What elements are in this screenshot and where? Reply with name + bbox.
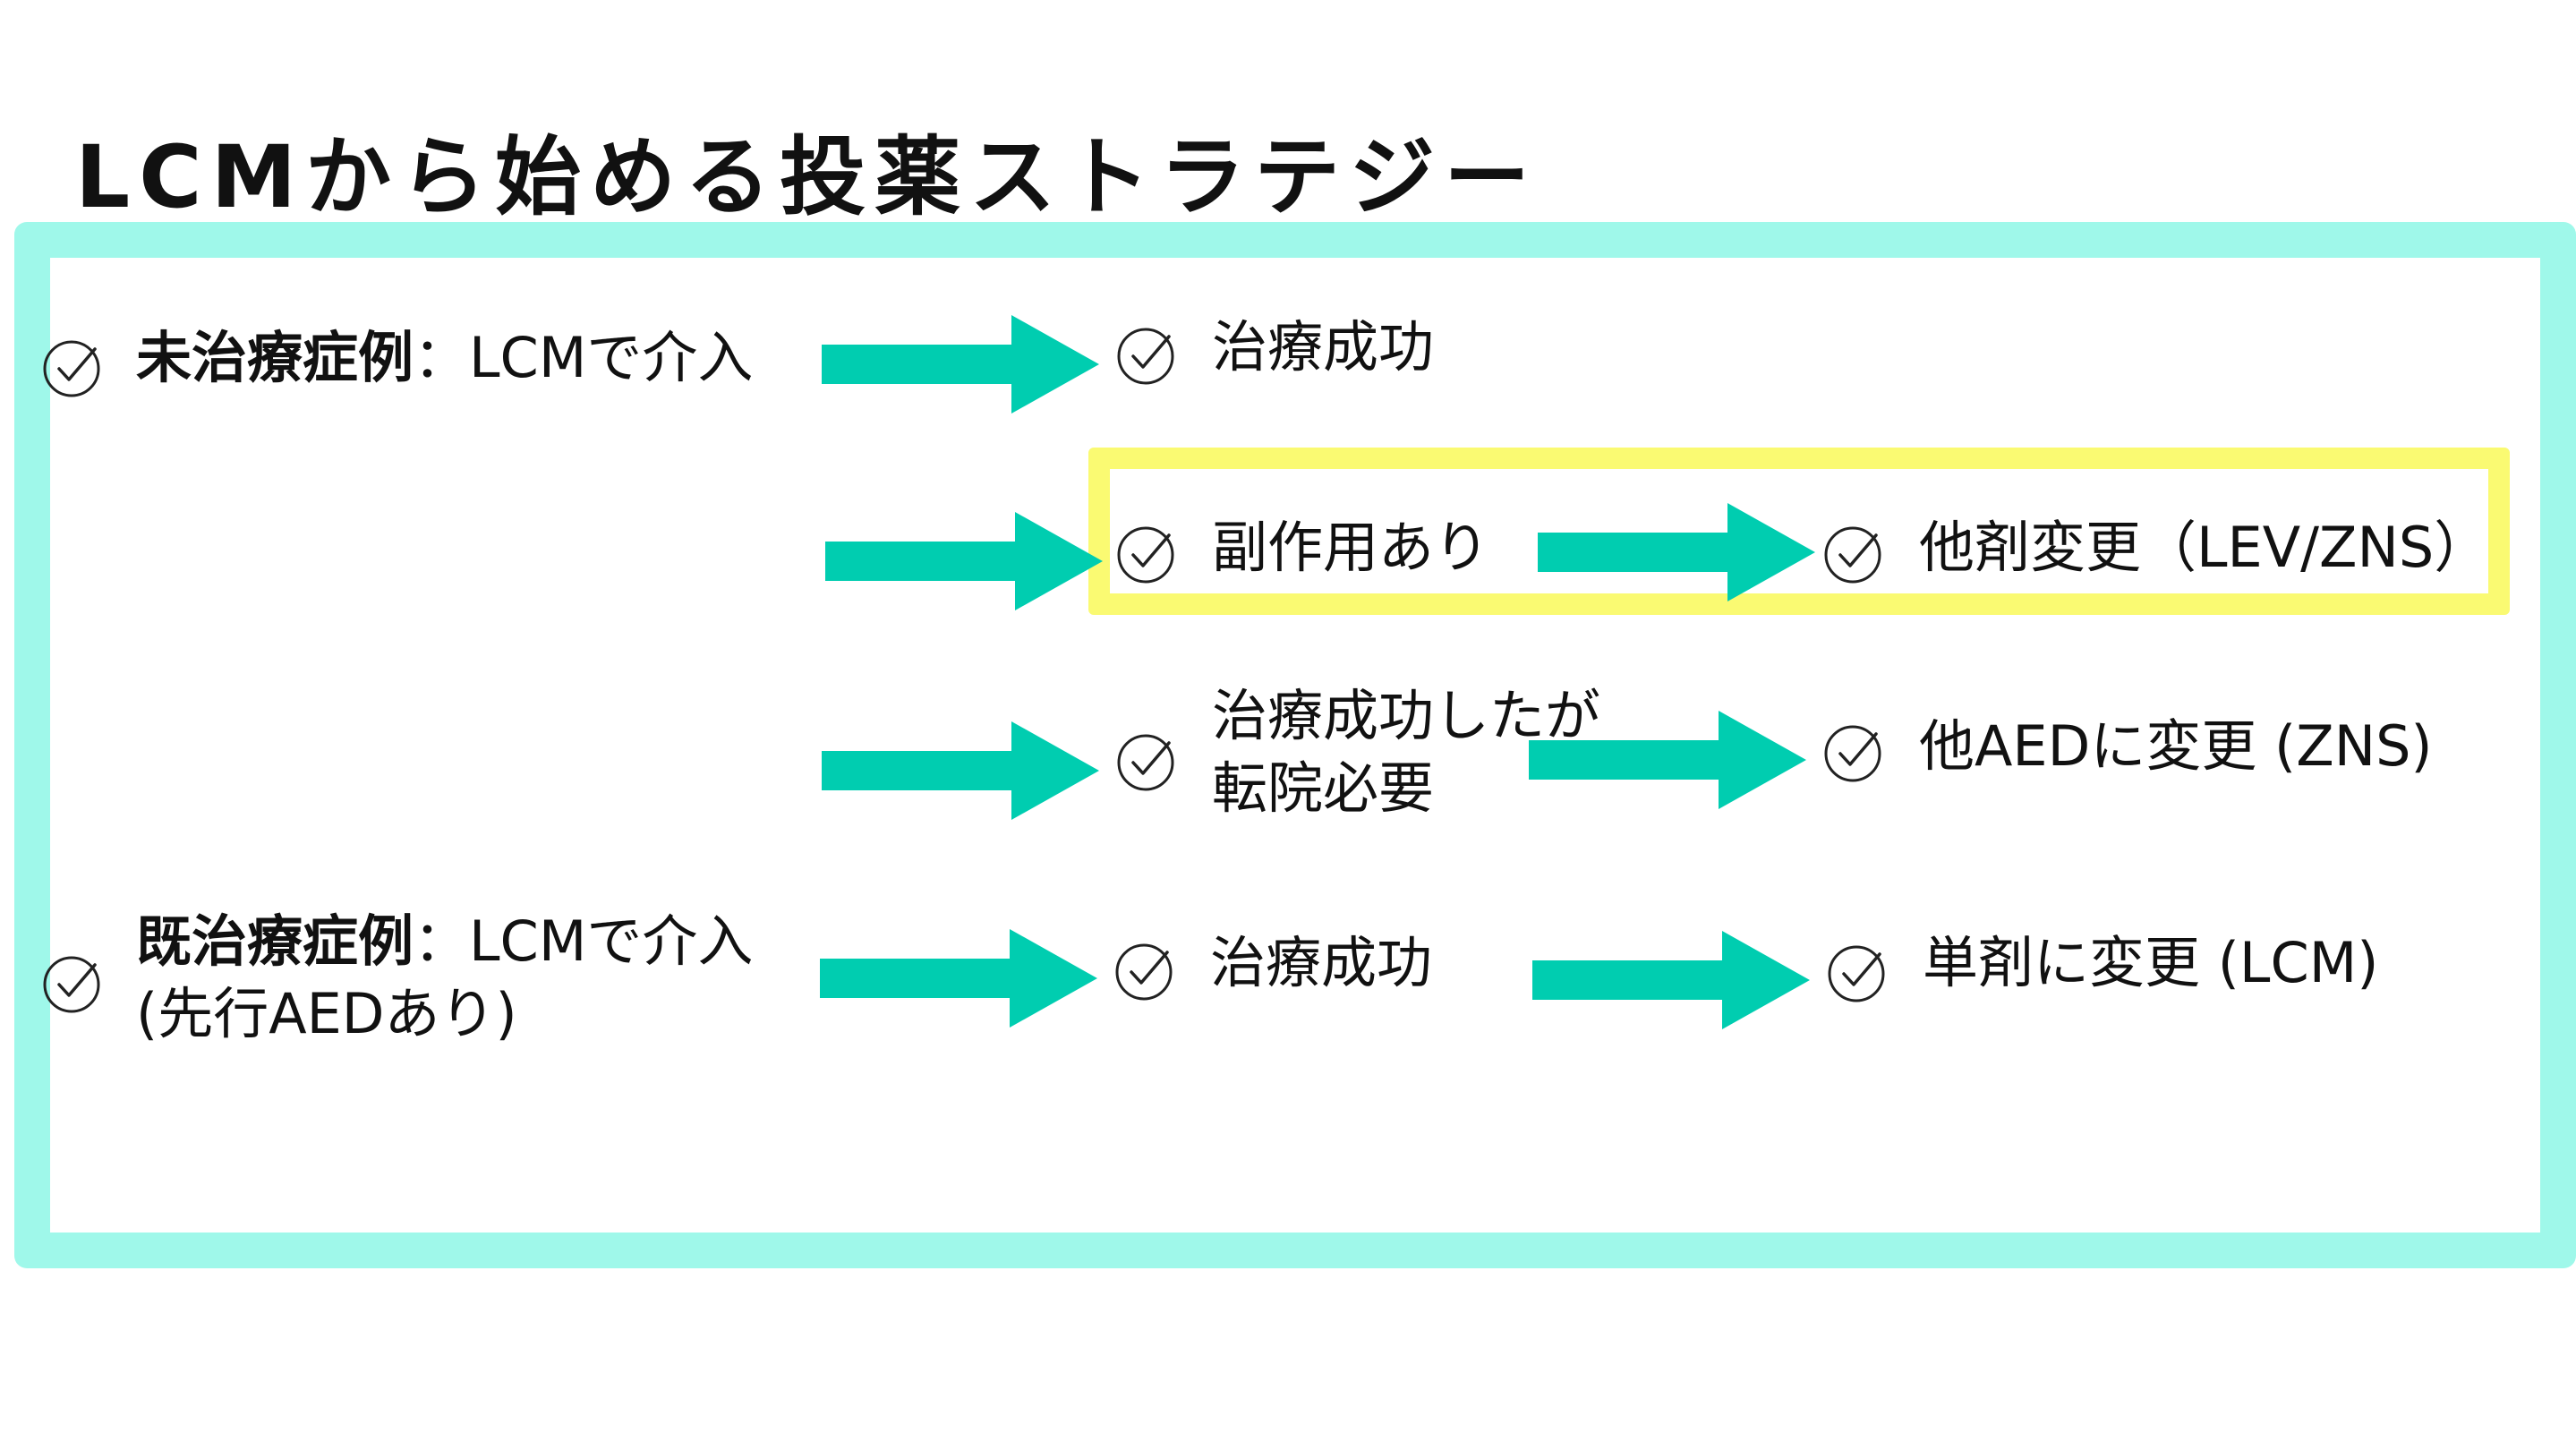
- prior-case-line1: 既治療症例：LCMで介入: [136, 906, 753, 978]
- result-change-aed-zns: 他AEDに変更 (ZNS): [1919, 713, 2433, 779]
- arrow-right-icon: [1532, 931, 1810, 1029]
- outcome-side-effect: 副作用あり: [1212, 515, 1490, 580]
- outcome-transfer: 治療成功したが 転院必要: [1212, 680, 1600, 824]
- arrow-right-icon: [822, 315, 1099, 414]
- page-title: LCMから始める投薬ストラテジー: [75, 127, 1540, 228]
- strategy-frame: [14, 222, 2576, 1268]
- arrow-right-icon: [822, 721, 1099, 820]
- check-circle-icon: [1112, 940, 1176, 1004]
- check-circle-icon: [1821, 721, 1885, 786]
- prior-case-action: ：LCMで介入: [414, 908, 754, 974]
- outcome-transfer-line2: 転院必要: [1212, 755, 1435, 821]
- prior-case-label: 既治療症例：LCMで介入 (先行AEDあり): [136, 906, 753, 1050]
- check-circle-icon: [1821, 523, 1885, 587]
- check-circle-icon: [39, 337, 104, 401]
- highlight-box: [1088, 448, 2510, 615]
- check-circle-icon: [1113, 730, 1178, 795]
- outcome-success: 治療成功: [1212, 314, 1435, 380]
- outcome-success: 治療成功: [1210, 930, 1433, 995]
- prior-case-heading: 既治療症例: [136, 908, 414, 974]
- check-circle-icon: [1113, 324, 1178, 388]
- arrow-right-icon: [820, 929, 1097, 1028]
- arrow-right-icon: [1538, 503, 1815, 601]
- arrow-right-icon: [825, 512, 1103, 610]
- untreated-case-label: 未治療症例：LCMで介入: [136, 322, 753, 395]
- check-circle-icon: [1824, 942, 1889, 1006]
- untreated-case-heading: 未治療症例: [136, 325, 414, 390]
- check-circle-icon: [39, 952, 104, 1017]
- check-circle-icon: [1113, 523, 1178, 587]
- outcome-transfer-line1: 治療成功したが: [1212, 683, 1601, 748]
- result-change-lev-zns: 他剤変更（LEV/ZNS）: [1919, 515, 2490, 580]
- untreated-case-action: ：LCMで介入: [414, 325, 754, 390]
- arrow-right-icon: [1529, 711, 1806, 809]
- result-mono-lcm: 単剤に変更 (LCM): [1923, 930, 2379, 995]
- prior-case-line2: (先行AEDあり): [136, 980, 517, 1046]
